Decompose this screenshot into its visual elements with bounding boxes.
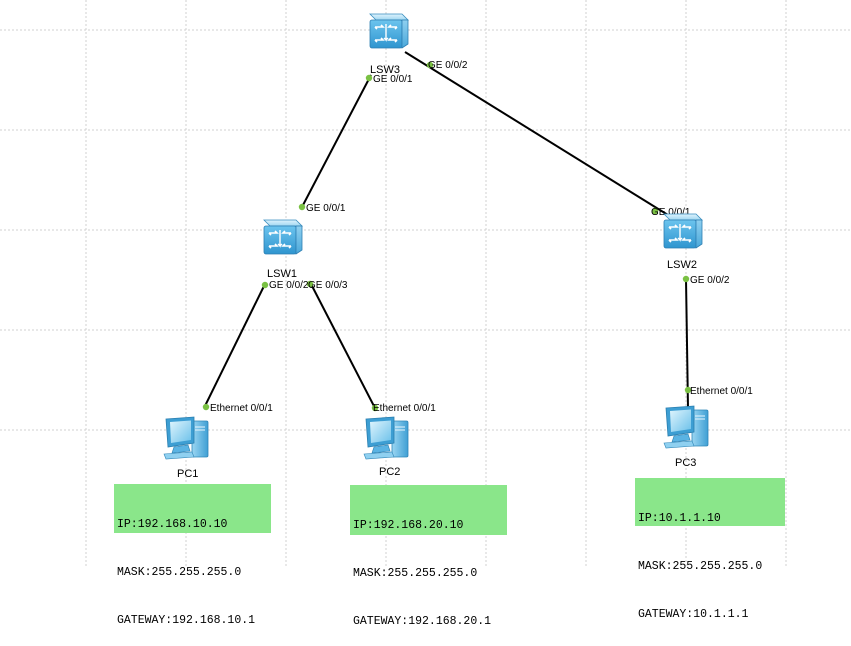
port-label-lsw3-ge002: GE 0/0/2 [428, 60, 468, 71]
ip-info-pc1: IP:192.168.10.10 MASK:255.255.255.0 GATE… [114, 484, 271, 627]
port-dot [306, 280, 314, 288]
port-dot [261, 281, 269, 289]
device-label-pc1: PC1 [177, 468, 198, 480]
pc-icon [363, 416, 409, 460]
ip-address: IP:10.1.1.10 [638, 512, 721, 525]
port-label-pc2-eth: Ethernet 0/0/1 [373, 403, 436, 414]
port-dot [684, 386, 692, 394]
subnet-mask: MASK:255.255.255.0 [638, 560, 763, 573]
port-labels: GE 0/0/1 GE 0/0/2 GE 0/0/1 GE 0/0/1 GE 0… [210, 60, 753, 414]
switch-icon [263, 219, 303, 255]
port-dot [426, 61, 434, 69]
topology-canvas: GE 0/0/1 GE 0/0/2 GE 0/0/1 GE 0/0/1 GE 0… [0, 0, 851, 567]
link-lsw3-lsw1[interactable] [301, 74, 372, 208]
links [203, 51, 689, 411]
pc-icon [163, 416, 209, 460]
port-label-lsw1-ge001: GE 0/0/1 [306, 203, 346, 214]
port-label-lsw2-ge001: GE 0/0/1 [651, 207, 691, 218]
port-label-lsw1-ge003: GE 0/0/3 [308, 280, 348, 291]
switch-lsw2[interactable]: LSW2 [663, 213, 703, 271]
port-label-lsw1-ge002: GE 0/0/2 [269, 280, 309, 291]
switch-lsw3[interactable]: LSW3 [369, 13, 409, 76]
port-dot [682, 275, 690, 283]
gateway: GATEWAY:192.168.20.1 [353, 615, 492, 628]
port-label-pc3-eth: Ethernet 0/0/1 [690, 386, 753, 397]
subnet-mask: MASK:255.255.255.0 [353, 567, 478, 580]
port-dot [371, 404, 379, 412]
port-dots [202, 61, 692, 412]
port-dot [651, 207, 659, 215]
switch-lsw1[interactable]: LSW1 [263, 219, 303, 280]
gateway: GATEWAY:10.1.1.1 [638, 608, 749, 621]
device-label-lsw2: LSW2 [667, 259, 697, 271]
ip-info-pc2: IP:192.168.20.10 MASK:255.255.255.0 GATE… [350, 485, 507, 628]
pc-pc2[interactable]: PC2 [363, 416, 409, 478]
switch-icon [663, 213, 703, 249]
device-label-pc2: PC2 [379, 466, 400, 478]
pc-pc3[interactable]: PC3 [663, 405, 709, 469]
pc-pc1[interactable]: PC1 [163, 416, 209, 480]
link-lsw3-lsw2[interactable] [404, 51, 669, 216]
background-grid [0, 0, 851, 567]
switch-icon [369, 13, 409, 49]
device-label-lsw3: LSW3 [370, 64, 400, 76]
ip-address: IP:192.168.20.10 [353, 519, 464, 532]
port-dot [202, 403, 210, 411]
link-lsw1-pc2[interactable] [310, 283, 377, 411]
port-dot [365, 74, 373, 82]
pc-icon [663, 405, 709, 449]
device-label-pc3: PC3 [675, 457, 696, 469]
port-label-lsw3-ge001: GE 0/0/1 [373, 74, 413, 85]
ip-address: IP:192.168.10.10 [117, 518, 228, 531]
link-lsw1-pc1[interactable] [203, 283, 266, 409]
ip-info-pc3: IP:10.1.1.10 MASK:255.255.255.0 GATEWAY:… [635, 478, 785, 621]
port-label-pc1-eth: Ethernet 0/0/1 [210, 403, 273, 414]
subnet-mask: MASK:255.255.255.0 [117, 566, 242, 579]
gateway: GATEWAY:192.168.10.1 [117, 614, 256, 627]
link-lsw2-pc3[interactable] [685, 278, 689, 409]
port-label-lsw2-ge002: GE 0/0/2 [690, 275, 730, 286]
device-label-lsw1: LSW1 [267, 268, 297, 280]
port-dot [298, 203, 306, 211]
